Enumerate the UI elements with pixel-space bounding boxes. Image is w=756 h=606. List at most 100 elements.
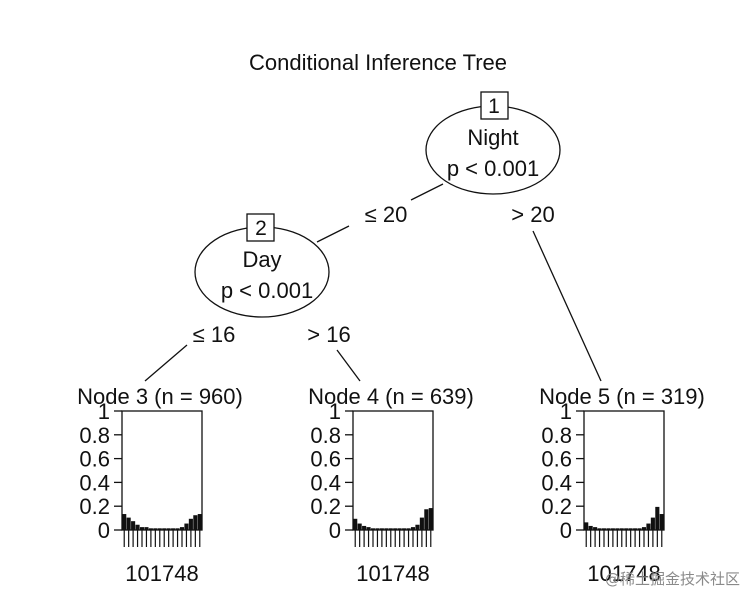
bar xyxy=(362,525,367,531)
x-axis-label: 101748 xyxy=(587,561,660,586)
bar xyxy=(375,528,380,531)
bar xyxy=(122,514,127,531)
plot-frame xyxy=(121,410,203,531)
bar xyxy=(628,528,633,531)
bar xyxy=(157,528,162,531)
node-2-pvalue: p < 0.001 xyxy=(221,278,313,303)
node-2-variable: Day xyxy=(242,247,281,272)
edge-1-2-upper xyxy=(410,183,444,201)
x-axis-label: 101748 xyxy=(125,561,198,586)
bar xyxy=(601,528,607,531)
node-1-variable: Night xyxy=(467,125,518,150)
bar xyxy=(131,521,136,531)
inner-node-1: 1 Night p < 0.001 xyxy=(425,91,561,195)
bar xyxy=(593,527,598,531)
bar xyxy=(171,528,176,531)
bar xyxy=(162,528,167,531)
y-tick-label: 0.8 xyxy=(541,423,572,448)
bar xyxy=(179,527,185,531)
bar xyxy=(397,528,402,531)
y-tick-label: 0 xyxy=(560,518,572,543)
bar xyxy=(135,524,140,531)
bar xyxy=(659,514,664,531)
edge-label-night-le-20: ≤ 20 xyxy=(365,202,408,227)
bar xyxy=(637,528,642,531)
bar xyxy=(388,528,393,531)
bar xyxy=(424,509,429,531)
y-tick-label: 0.4 xyxy=(541,470,572,495)
bar xyxy=(615,528,620,531)
node-1-pvalue: p < 0.001 xyxy=(447,156,539,181)
bar xyxy=(419,517,424,531)
inner-node-2: 2 Day p < 0.001 xyxy=(194,213,330,318)
bar xyxy=(597,528,602,531)
bar xyxy=(148,528,153,531)
bar xyxy=(633,528,638,531)
y-tick-label: 0.8 xyxy=(310,423,341,448)
bar xyxy=(384,528,389,531)
y-tick-label: 1 xyxy=(560,399,572,424)
edge-label-day-gt-16: > 16 xyxy=(307,322,350,347)
bar xyxy=(193,515,198,531)
y-tick-label: 0.2 xyxy=(79,494,110,519)
bar xyxy=(584,522,589,531)
y-tick-label: 0.6 xyxy=(79,447,110,472)
bar xyxy=(166,528,171,531)
bar xyxy=(410,527,416,531)
bar xyxy=(588,525,593,531)
bar xyxy=(402,528,407,531)
terminal-nodes: Node 3 (n = 960)10.80.60.40.20101748Node… xyxy=(77,384,705,586)
bar xyxy=(353,518,358,531)
bar xyxy=(139,527,145,531)
bar xyxy=(153,528,158,531)
y-tick-label: 1 xyxy=(98,399,110,424)
terminal-title: Node 3 (n = 960) xyxy=(77,384,243,409)
y-tick-label: 0.4 xyxy=(310,470,341,495)
plot-frame xyxy=(583,410,665,531)
y-tick-label: 0 xyxy=(98,518,110,543)
bar xyxy=(624,528,629,531)
bar xyxy=(188,518,193,531)
node-1-id-box xyxy=(480,91,509,120)
y-tick-label: 0.2 xyxy=(541,494,572,519)
bar xyxy=(610,528,615,531)
bar xyxy=(428,508,433,531)
diagram-title: Conditional Inference Tree xyxy=(249,50,507,75)
bar xyxy=(366,527,371,531)
edge-2-3 xyxy=(144,344,188,382)
node-1-id: 1 xyxy=(488,95,500,118)
terminal-title: Node 5 (n = 319) xyxy=(539,384,705,409)
plot-frame xyxy=(352,410,434,531)
bar xyxy=(650,517,655,531)
y-tick-label: 0.8 xyxy=(79,423,110,448)
terminal-title: Node 4 (n = 639) xyxy=(308,384,474,409)
bar xyxy=(175,528,180,531)
bar xyxy=(126,517,131,531)
bar xyxy=(393,528,398,531)
edge-2-4 xyxy=(336,349,361,382)
edge-label-day-le-16: ≤ 16 xyxy=(193,322,236,347)
bar xyxy=(357,523,362,531)
bar xyxy=(144,527,149,531)
watermark: @稀土掘金技术社区 xyxy=(605,570,740,588)
edge-1-5 xyxy=(532,230,602,382)
y-tick-label: 0.6 xyxy=(541,447,572,472)
node-2-id: 2 xyxy=(255,217,267,240)
bar xyxy=(606,528,611,531)
edge-1-2-lower xyxy=(316,225,350,243)
y-tick-label: 1 xyxy=(329,399,341,424)
bar xyxy=(406,528,411,531)
bar xyxy=(370,528,376,531)
edge-label-night-gt-20: > 20 xyxy=(511,202,554,227)
bar xyxy=(197,514,202,531)
bar xyxy=(646,523,651,531)
bar xyxy=(619,528,624,531)
y-tick-label: 0.2 xyxy=(310,494,341,519)
x-axis-label: 101748 xyxy=(356,561,429,586)
terminal-node-5: Node 5 (n = 319)10.80.60.40.20 101748 xyxy=(539,384,705,586)
bar xyxy=(379,528,384,531)
y-tick-label: 0.6 xyxy=(310,447,341,472)
